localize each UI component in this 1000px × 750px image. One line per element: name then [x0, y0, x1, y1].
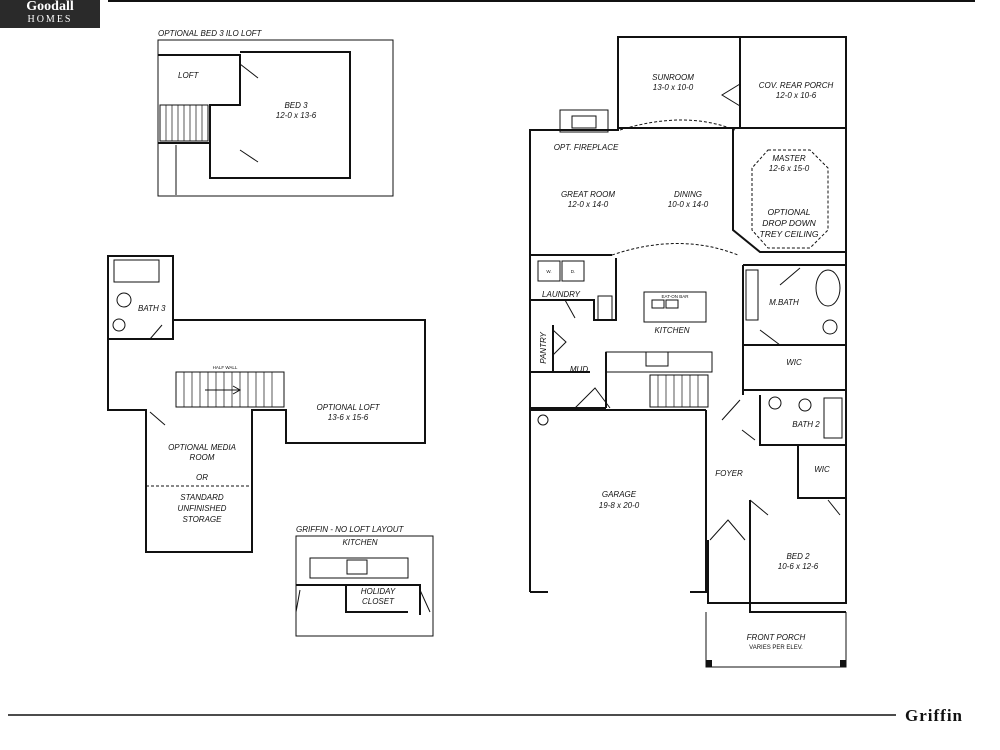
trey-line-2: DROP DOWN: [762, 218, 816, 228]
eat-bar-label: EAT-ON BAR: [662, 294, 690, 299]
front-porch-note: VARIES PER ELEV.: [749, 645, 803, 651]
great-room-size: 12-0 x 14-0: [568, 200, 609, 209]
wic1-label: WIC: [786, 358, 802, 367]
no-loft-title: GRIFFIN - NO LOFT LAYOUT: [296, 525, 405, 534]
fireplace-label: OPT. FIREPLACE: [554, 143, 619, 152]
optional-loft-size: 13-6 x 15-6: [328, 413, 369, 422]
bonus-plan-title: OPTIONAL BED 3 ILO LOFT: [158, 29, 263, 38]
garage-label: GARAGE: [602, 490, 637, 499]
logo-name: Goodall: [26, 0, 74, 14]
bonus-loft-label: LOFT: [178, 71, 200, 80]
upstairs-stairs: [175, 371, 285, 408]
pantry-label: PANTRY: [539, 332, 548, 364]
logo-homes: HOMES: [27, 14, 72, 25]
holiday-closet-line-1: HOLIDAY: [361, 587, 396, 596]
bonus-bed3-label: BED 3: [284, 101, 308, 110]
trey-line-3: TREY CEILING: [760, 229, 819, 239]
bonus-stairs: [159, 104, 209, 142]
main-stairs: [649, 374, 709, 408]
rear-porch-label: COV. REAR PORCH: [759, 81, 834, 90]
mud-label: MUD: [570, 365, 588, 374]
optional-loft-label: OPTIONAL LOFT: [317, 403, 381, 412]
media-line-6: STORAGE: [183, 515, 223, 524]
bath3-label: BATH 3: [138, 304, 166, 313]
main-floor-plan: SUNROOM 13-0 x 10-0 COV. REAR PORCH 12-0…: [529, 36, 847, 668]
trey-line-1: OPTIONAL: [768, 207, 811, 217]
bonus-bed3-size: 12-0 x 13-6: [276, 111, 317, 120]
no-loft-kitchen-label: KITCHEN: [342, 538, 377, 547]
washer-label: W.: [546, 269, 551, 274]
media-line-5: UNFINISHED: [178, 504, 227, 513]
dining-size: 10-0 x 14-0: [668, 200, 709, 209]
upstairs-plan: BATH 3 HALF WALL OPTIONAL LOFT 13-6 x 15…: [107, 255, 426, 553]
great-room-label: GREAT ROOM: [561, 190, 615, 199]
media-line-1: OPTIONAL MEDIA: [168, 443, 236, 452]
holiday-closet-line-2: CLOSET: [362, 597, 395, 606]
wic2-label: WIC: [814, 465, 830, 474]
bath2-label: BATH 2: [792, 420, 820, 429]
dryer-label: D.: [571, 269, 576, 274]
master-size: 12-6 x 15-0: [769, 164, 810, 173]
plan-name-title: Griffin: [905, 706, 963, 725]
front-porch-label: FRONT PORCH: [747, 633, 806, 642]
bed2-label: BED 2: [786, 552, 810, 561]
master-label: MASTER: [772, 154, 806, 163]
mbath-label: M.BATH: [769, 298, 799, 307]
media-line-2: ROOM: [190, 453, 215, 462]
media-line-3: OR: [196, 473, 208, 482]
sunroom-label: SUNROOM: [652, 73, 694, 82]
bed2-size: 10-6 x 12-6: [778, 562, 819, 571]
half-wall-label: HALF WALL: [213, 365, 238, 370]
rear-porch-size: 12-0 x 10-6: [776, 91, 817, 100]
garage-size: 19-8 x 20-0: [599, 501, 640, 510]
no-loft-layout-plan: GRIFFIN - NO LOFT LAYOUT KITCHEN HOLIDAY…: [295, 525, 434, 637]
laundry-label: LAUNDRY: [542, 290, 581, 299]
media-line-4: STANDARD: [180, 493, 224, 502]
brand-logo: Goodall HOMES: [0, 0, 100, 28]
kitchen-label: KITCHEN: [654, 326, 689, 335]
foyer-label: FOYER: [715, 469, 743, 478]
sunroom-size: 13-0 x 10-0: [653, 83, 694, 92]
bonus-room-plan: OPTIONAL BED 3 ILO LOFT LOFT BED 3 12-0 …: [157, 29, 394, 197]
dining-label: DINING: [674, 190, 702, 199]
